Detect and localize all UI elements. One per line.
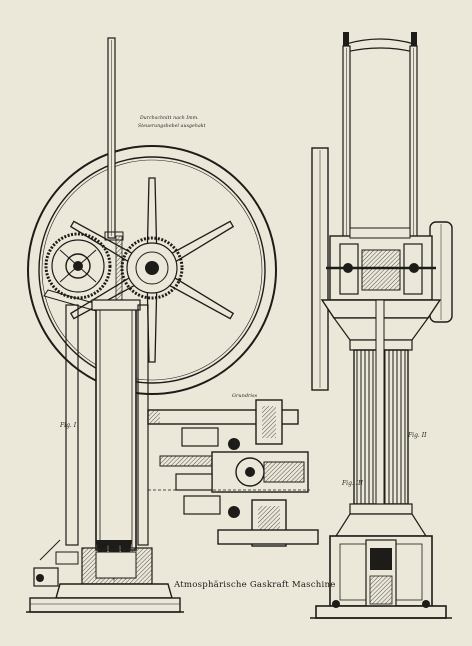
section-note-line-1: Durchschnitt nach Imm. bbox=[140, 116, 199, 121]
fig1-gear-left bbox=[43, 232, 112, 313]
fig-3-label: Fig. III bbox=[342, 480, 363, 487]
grundriss-label: Grundriss bbox=[232, 393, 258, 399]
fig2-pedestal bbox=[310, 535, 452, 619]
plate-title: Atmosphärische Gaskraft Maschine bbox=[174, 580, 336, 590]
fig1-base bbox=[26, 539, 184, 613]
fig1-gear-right bbox=[120, 236, 184, 300]
fig3-plan bbox=[147, 399, 319, 547]
fig2-side-rods bbox=[311, 147, 329, 391]
fig1-flywheel bbox=[27, 145, 277, 395]
fig-2-label: Fig. II bbox=[408, 432, 427, 439]
fig1-cylinder bbox=[65, 299, 153, 585]
fig2-crosshead-rods bbox=[342, 32, 418, 247]
section-note-line-2: Steuerungshebel ausgehakt bbox=[138, 124, 206, 129]
fig2-mechanism bbox=[326, 227, 436, 301]
fig-1-label: Fig. I bbox=[60, 422, 77, 429]
fig2-column bbox=[320, 299, 442, 619]
